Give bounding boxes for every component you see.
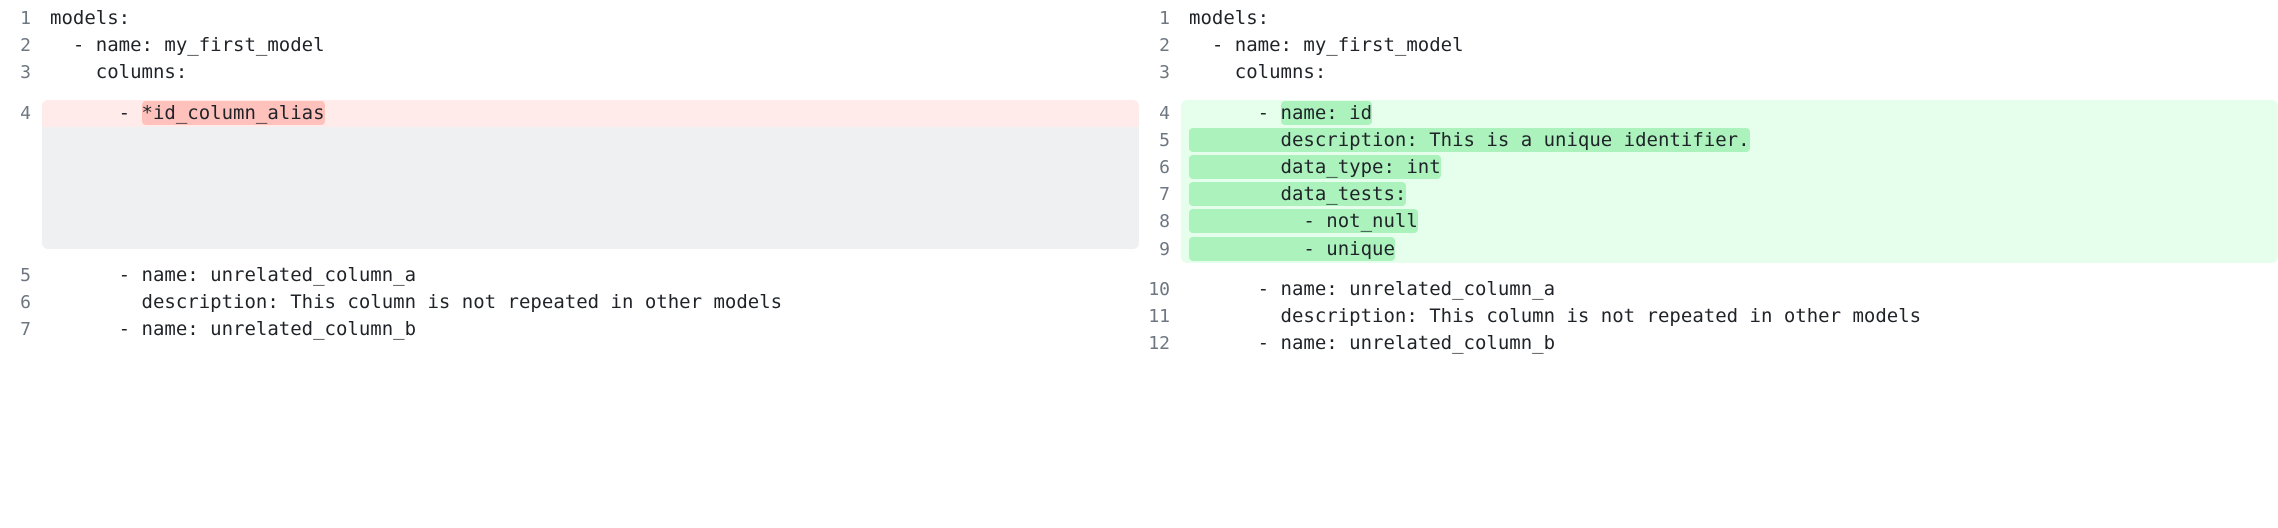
code-line: - not_null [1181,208,2278,236]
code-line: description: This column is not repeated… [42,289,1139,316]
word-diff-added: - unique [1189,236,1395,261]
code-text: - name: unrelated_column_a [1189,277,1556,300]
diff-row[interactable]: 1 models: [1139,5,2278,32]
diff-row[interactable]: 5 - name: unrelated_column_a [0,262,1139,289]
line-number: 1 [20,8,31,29]
word-diff-added: description: This is a unique identifier… [1189,127,1750,152]
line-number: 11 [1148,305,1170,327]
line-number: 3 [20,62,31,84]
code-line: - *id_column_alias [42,99,1139,127]
diff-row[interactable]: 1 models: [0,5,1139,32]
code-line: data_tests: [1181,181,2278,209]
filler-gutter [0,127,42,249]
code-line: - name: unrelated_column_a [42,262,1139,289]
diff-row-addition[interactable]: 5 description: This is a unique identifi… [1139,126,2278,154]
code-text-prefix: - [50,101,142,124]
row-gap [0,87,1139,100]
diff-row-addition[interactable]: 9 - unique [1139,235,2278,263]
word-diff-added: data_type: int [1189,154,1441,179]
line-number: 2 [20,35,31,57]
diff-row[interactable]: 3 columns: [1139,59,2278,86]
row-gap [0,249,1139,262]
code-text: description: This column is not repeated… [50,290,783,313]
line-number: 3 [1159,62,1170,84]
diff-row-addition[interactable]: 4 - name: id [1139,99,2278,127]
filler-area [42,126,1139,249]
diff-row[interactable]: 3 columns: [0,59,1139,86]
code-text: models: [50,7,131,29]
line-number: 12 [1148,333,1170,355]
code-line: description: This column is not repeated… [1181,303,2278,330]
code-text: - name: my_first_model [50,34,325,57]
line-number: 5 [20,264,31,286]
code-text: - name: my_first_model [1189,34,1464,57]
code-line: - name: id [1181,99,2278,127]
diff-row-addition[interactable]: 8 - not_null [1139,208,2278,236]
word-diff-added: data_tests: [1189,182,1407,207]
diff-row[interactable]: 6 description: This column is not repeat… [0,289,1139,316]
diff-pane-left: 1 models: 2 - name: my_first_model 3 col… [0,0,1139,343]
row-gap [1139,87,2278,100]
line-number: 9 [1159,238,1170,260]
code-line: - name: my_first_model [1181,32,2278,59]
word-diff-added: name: id [1280,100,1373,125]
line-number: 10 [1148,278,1170,300]
code-line: description: This is a unique identifier… [1181,126,2278,154]
line-number: 4 [20,102,31,124]
line-number: 7 [1159,184,1170,206]
code-line: data_type: int [1181,153,2278,182]
line-number: 4 [1159,102,1170,124]
code-text: columns: [50,61,188,84]
code-line: models: [42,5,1139,32]
line-number: 7 [20,319,31,341]
code-text: columns: [1189,61,1327,84]
line-number: 8 [1159,211,1170,233]
diff-row[interactable]: 12 - name: unrelated_column_b [1139,330,2278,357]
code-line: - name: unrelated_column_b [42,316,1139,343]
code-line: models: [1181,5,2278,32]
line-number: 5 [1159,129,1170,151]
diff-row[interactable]: 11 description: This column is not repea… [1139,303,2278,330]
code-text: - name: unrelated_column_b [50,318,417,341]
diff-row[interactable]: 2 - name: my_first_model [1139,32,2278,59]
diff-row-deletion[interactable]: 4 - *id_column_alias [0,99,1139,127]
diff-filler-block [0,126,1139,249]
diff-row[interactable]: 7 - name: unrelated_column_b [0,316,1139,343]
word-diff-added: - not_null [1189,209,1418,234]
code-line: - name: my_first_model [42,32,1139,59]
code-text: description: This column is not repeated… [1189,304,1922,327]
diff-pane-right: 1 models: 2 - name: my_first_model 3 col… [1139,0,2278,528]
line-number: 6 [1159,156,1170,178]
code-text: models: [1189,7,1270,29]
code-text: - name: unrelated_column_b [1189,332,1556,355]
code-text: - name: unrelated_column_a [50,263,417,286]
code-line: - name: unrelated_column_a [1181,276,2278,303]
code-line: columns: [1181,59,2278,86]
line-number: 6 [20,291,31,313]
diff-row-addition[interactable]: 6 data_type: int [1139,153,2278,182]
code-text-prefix: - [1189,101,1281,124]
code-line: - unique [1181,235,2278,263]
diff-pane-left-body: 1 models: 2 - name: my_first_model 3 col… [0,0,1139,343]
line-number: 1 [1159,8,1170,29]
word-diff-removed: *id_column_alias [141,100,325,125]
diff-row-addition[interactable]: 7 data_tests: [1139,181,2278,209]
diff-pane-right-body: 1 models: 2 - name: my_first_model 3 col… [1139,0,2278,357]
code-line: - name: unrelated_column_b [1181,330,2278,357]
diff-row[interactable]: 2 - name: my_first_model [0,32,1139,59]
code-line: columns: [42,59,1139,86]
diff-row[interactable]: 10 - name: unrelated_column_a [1139,276,2278,303]
line-number: 2 [1159,35,1170,57]
row-gap [1139,263,2278,276]
